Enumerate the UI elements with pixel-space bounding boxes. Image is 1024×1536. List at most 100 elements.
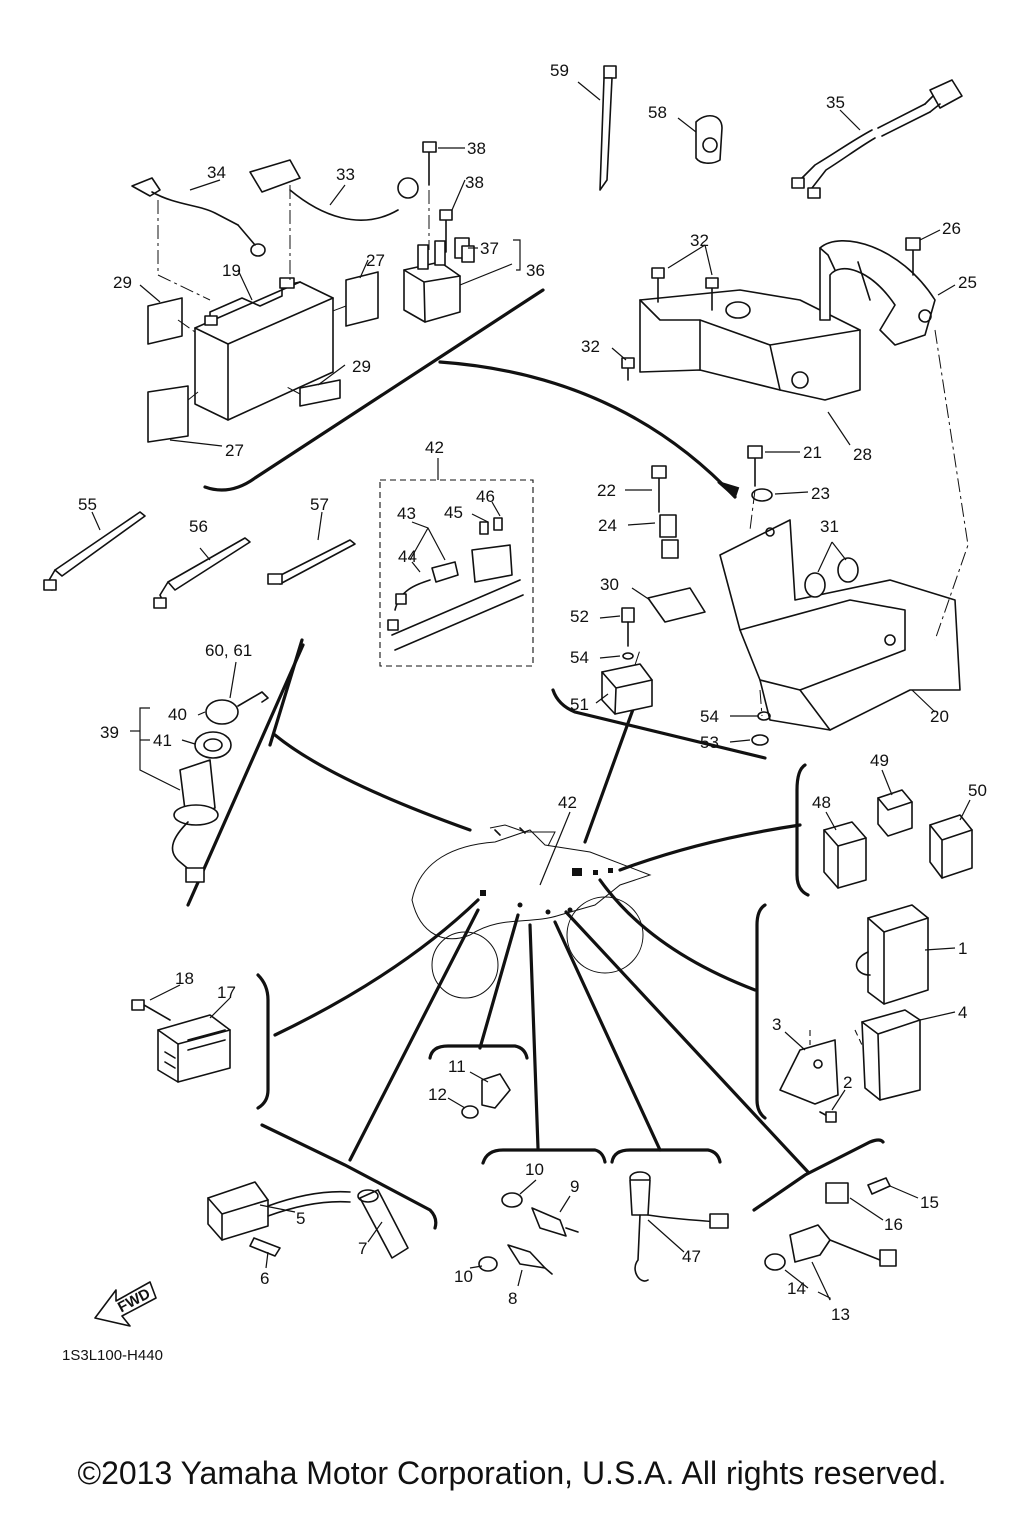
- fuse-37: [454, 237, 475, 263]
- label-3: 3: [772, 1015, 781, 1034]
- label-2: 2: [843, 1073, 852, 1092]
- pad-30: [647, 587, 706, 623]
- label-32a: 32: [690, 231, 709, 250]
- label-55: 55: [78, 495, 97, 514]
- label-10a: 10: [525, 1160, 544, 1179]
- label-54b: 54: [700, 707, 719, 726]
- bolts-32: [621, 267, 719, 381]
- arrow-head: [717, 481, 740, 499]
- ignition-coil-5: [207, 1181, 351, 1241]
- label-31: 31: [820, 517, 839, 536]
- label-43: 43: [397, 504, 416, 523]
- label-44: 44: [398, 547, 417, 566]
- case-assembly-lines: [634, 329, 969, 717]
- callout-lines: [273, 360, 810, 1174]
- label-27a: 27: [366, 251, 385, 270]
- damper-31: [804, 557, 859, 598]
- label-23: 23: [811, 484, 830, 503]
- screw-52-washer-54: [621, 607, 771, 746]
- sidestand-switch-47: [629, 1171, 729, 1282]
- ecu-1: [855, 904, 929, 1005]
- relay-51: [601, 663, 653, 715]
- label-27b: 27: [225, 441, 244, 460]
- label-42b: 42: [558, 793, 577, 812]
- label-41: 41: [153, 731, 172, 750]
- label-50: 50: [968, 781, 987, 800]
- cable-ties: [43, 511, 356, 609]
- stay-3-bolt-2: [779, 1029, 863, 1123]
- label-1: 1: [958, 939, 967, 958]
- group-brackets: [186, 288, 885, 1230]
- label-35: 35: [826, 93, 845, 112]
- case-bolts-21-22: [651, 445, 763, 513]
- label-11: 11: [448, 1057, 466, 1076]
- label-15: 15: [920, 1193, 939, 1212]
- label-32b: 32: [581, 337, 600, 356]
- fwd-arrow: FWD: [94, 1281, 157, 1327]
- label-22: 22: [597, 481, 616, 500]
- label-46: 46: [476, 487, 495, 506]
- label-47: 47: [682, 1247, 701, 1266]
- label-58: 58: [648, 103, 667, 122]
- label-51: 51: [570, 695, 589, 714]
- label-57: 57: [310, 495, 329, 514]
- label-12: 12: [428, 1085, 447, 1104]
- motorcycle-outline: [411, 824, 652, 999]
- battery-bracket-28: [639, 289, 861, 401]
- label-38b: 38: [465, 173, 484, 192]
- label-56: 56: [189, 517, 208, 536]
- label-20: 20: [930, 707, 949, 726]
- label-54a: 54: [570, 648, 589, 667]
- label-34: 34: [207, 163, 226, 182]
- battery-case-20: [719, 519, 961, 731]
- label-18: 18: [175, 969, 194, 988]
- band-25: [819, 240, 936, 346]
- callout-labels: 59 58 35 34 33 38 38 37 36 19 27 29 29 2…: [78, 61, 987, 1324]
- label-52: 52: [570, 607, 589, 626]
- crank-sensor-13: [764, 1224, 897, 1271]
- sensors-8-9-10: [478, 1192, 579, 1275]
- label-49: 49: [870, 751, 889, 770]
- label-10b: 10: [454, 1267, 473, 1286]
- sensor-11-12: [461, 1073, 511, 1119]
- bolt-18: [131, 999, 171, 1021]
- bolts-38: [422, 141, 453, 253]
- label-48: 48: [812, 793, 831, 812]
- label-42a: 42: [425, 438, 444, 457]
- label-7: 7: [358, 1239, 367, 1258]
- plug-cap-7: [357, 1189, 409, 1259]
- relays: [823, 789, 973, 889]
- label-4: 4: [958, 1003, 967, 1022]
- label-29b: 29: [352, 357, 371, 376]
- battery-positive-lead: [249, 159, 419, 221]
- label-17: 17: [217, 983, 236, 1002]
- copyright-notice: ©2013 Yamaha Motor Corporation, U.S.A. A…: [77, 1455, 947, 1491]
- label-8: 8: [508, 1289, 517, 1308]
- battery-negative-lead: [131, 177, 266, 257]
- label-59: 59: [550, 61, 569, 80]
- ecu-bracket-4: [861, 1009, 921, 1101]
- main-switch: [171, 691, 269, 883]
- label-26: 26: [942, 219, 961, 238]
- label-28: 28: [853, 445, 872, 464]
- label-40: 40: [168, 705, 187, 724]
- label-21: 21: [803, 443, 822, 462]
- clamp-16-bolt-15: [825, 1177, 891, 1204]
- label-16: 16: [884, 1215, 903, 1234]
- label-25: 25: [958, 273, 977, 292]
- label-37: 37: [480, 239, 499, 258]
- clamp-58: [695, 115, 723, 164]
- bolt-26: [905, 237, 921, 276]
- collar-23-24: [659, 488, 773, 559]
- label-14: 14: [787, 1279, 806, 1298]
- label-13: 13: [831, 1305, 850, 1324]
- label-30: 30: [600, 575, 619, 594]
- label-53: 53: [700, 733, 719, 752]
- label-36: 36: [526, 261, 545, 280]
- label-38a: 38: [467, 139, 486, 158]
- diagram-code: 1S3L100-H440: [62, 1347, 163, 1364]
- battery-pads: [147, 271, 379, 443]
- battery: [194, 277, 334, 421]
- cable-tie-59: [599, 65, 617, 191]
- label-6: 6: [260, 1269, 269, 1288]
